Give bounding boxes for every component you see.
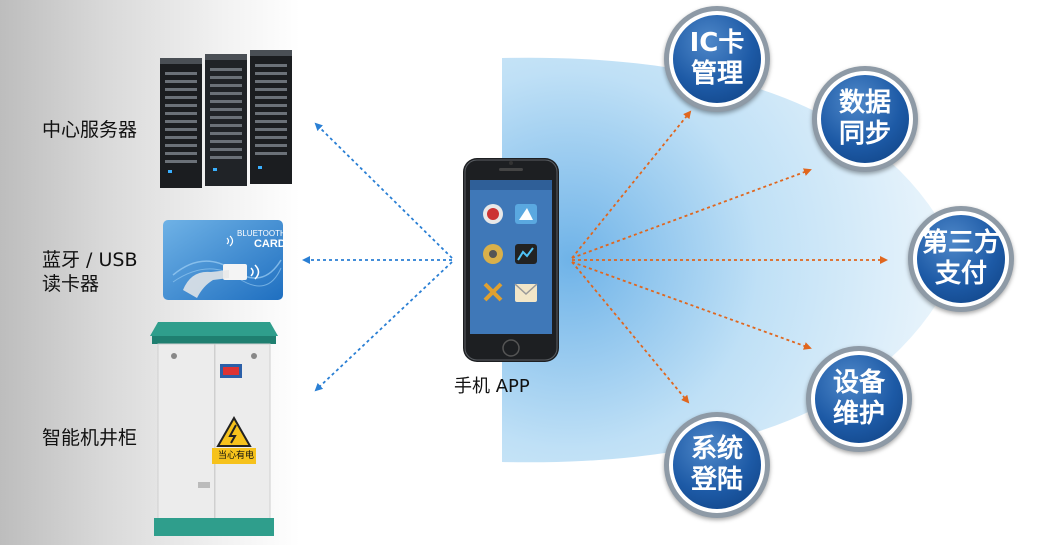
function-bubble-third-party: 第三方支付 <box>908 206 1014 312</box>
arrow-to-cabinet <box>314 261 453 392</box>
card-brand-label: BLUETOOTH CARD <box>237 228 286 250</box>
function-label-maintenance: 设备维护 <box>832 368 885 429</box>
function-bubble-ic-card: IC卡管理 <box>664 6 770 112</box>
function-label-login: 系统登陆 <box>690 434 743 495</box>
arrow-to-maintenance <box>571 261 812 350</box>
device-label-card-reader: 蓝牙 / USB 读卡器 <box>42 249 138 295</box>
device-label-server: 中心服务器 <box>42 119 138 141</box>
arrow-to-server <box>314 122 453 259</box>
device-label-well-cabinet: 智能机井柜 <box>42 427 138 449</box>
cabinet-warning-text: 当心有电 <box>217 451 254 461</box>
arrow-to-data-sync <box>571 168 812 259</box>
bluetooth-card-icon <box>163 220 283 300</box>
card-brand-line1: BLUETOOTH <box>237 229 286 238</box>
arrow-to-login <box>571 261 690 404</box>
function-label-ic-card: IC卡管理 <box>689 28 745 89</box>
server-rack-icon <box>160 50 292 188</box>
smartphone-icon <box>463 158 559 362</box>
card-brand-line2: CARD <box>253 238 286 250</box>
function-bubble-data-sync: 数据同步 <box>812 66 918 172</box>
function-label-data-sync: 数据同步 <box>838 88 891 149</box>
function-bubble-maintenance: 设备维护 <box>806 346 912 452</box>
function-bubble-login: 系统登陆 <box>664 412 770 518</box>
well-cabinet-icon <box>150 322 278 536</box>
function-label-third-party: 第三方支付 <box>921 228 1000 289</box>
phone-app-label: 手机 APP <box>454 376 530 397</box>
arrow-to-ic-card <box>571 110 692 259</box>
